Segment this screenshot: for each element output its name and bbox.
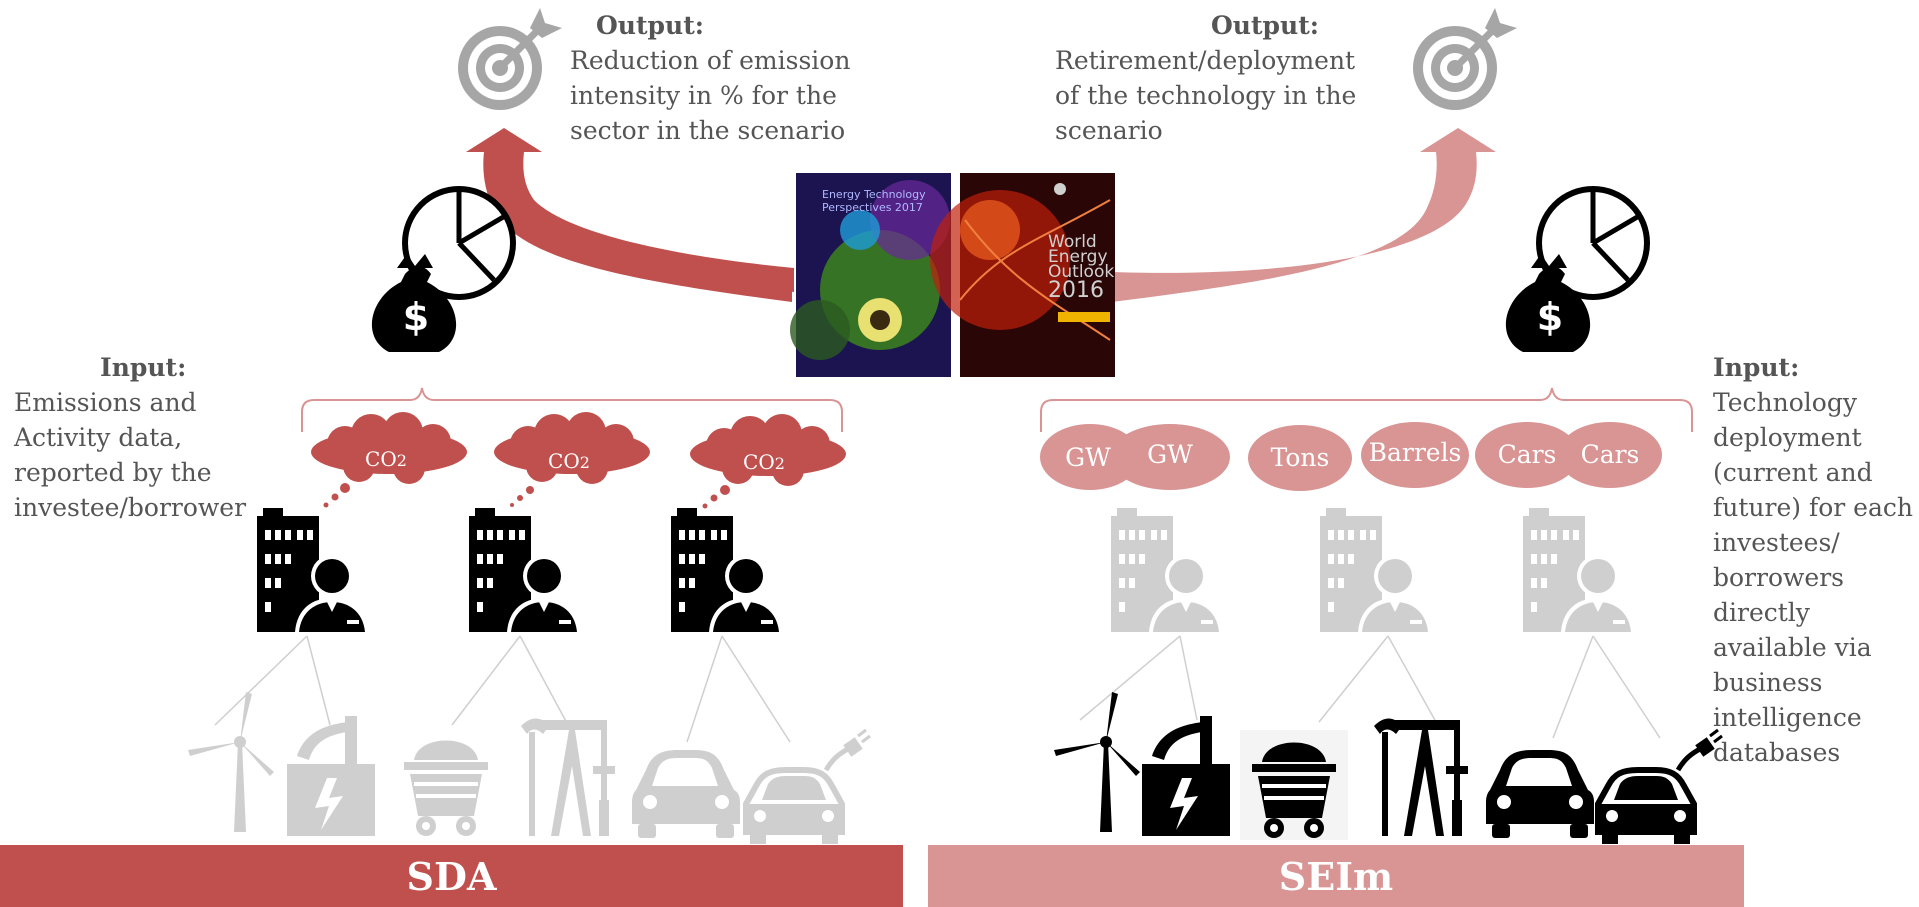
- book-right-year: 2016: [1048, 278, 1104, 303]
- co2-label-3: CO2: [743, 450, 785, 474]
- building-person-icon-seim-2: [1320, 508, 1432, 632]
- right-output-line1: Retirement/deployment: [1055, 46, 1356, 75]
- left-bracket: [301, 387, 843, 432]
- building-person-icon-sda-3: [671, 508, 783, 632]
- co2-subscript: 2: [579, 453, 590, 472]
- oil-pump-icon-seim: [1374, 718, 1468, 836]
- right-input-title: Input:: [1713, 353, 1800, 382]
- sda-arrow-body: [483, 152, 792, 302]
- co2-label-2: CO2: [548, 449, 590, 473]
- co2-cloud-2: [494, 412, 650, 484]
- power-plant-icon-seim: [1142, 716, 1230, 836]
- tree-lines: [214, 635, 1661, 743]
- book-right-title: World Energy Outlook 2016: [1048, 232, 1115, 303]
- ellipse-label-cars-1: Cars: [1497, 440, 1557, 469]
- left-output-title: Output:: [596, 11, 704, 40]
- ellipse-label-barrels: Barrels: [1368, 438, 1462, 467]
- right-input-line-8: business: [1713, 668, 1823, 697]
- building-person-icon-seim-1: [1111, 508, 1223, 632]
- car-icon-sda: [632, 750, 740, 838]
- left-output: Output: Reduction of emission intensity …: [570, 8, 900, 148]
- ellipse-label-tons: Tons: [1270, 443, 1330, 472]
- right-output-title: Output:: [1211, 11, 1319, 40]
- building-person-icon-seim-3: [1523, 508, 1635, 632]
- money-bag-pie-icon-left: [372, 189, 513, 352]
- sda-bar: SDA: [0, 845, 903, 907]
- coal-cart-icon-sda: [404, 740, 488, 836]
- power-plant-icon-sda: [287, 716, 375, 836]
- right-output: Output: Retirement/deployment of the tec…: [1055, 8, 1395, 148]
- ellipse-label-gw-1: GW: [1065, 443, 1111, 472]
- electric-car-icon-sda: [746, 730, 870, 844]
- building-person-icon-sda-2: [469, 508, 581, 632]
- right-input: Input: Technology deployment (current an…: [1713, 350, 1918, 770]
- book-world-energy-outlook: [930, 173, 1115, 377]
- left-input-line1: Emissions and: [14, 388, 197, 417]
- money-bag-pie-icon-right: [1506, 189, 1647, 352]
- book-right-title-line1: World: [1048, 232, 1097, 252]
- cloud-dots: [323, 483, 730, 509]
- book-right-title-line2: Energy: [1048, 247, 1108, 267]
- book-energy-technology-perspectives: [790, 173, 951, 377]
- left-input-title: Input:: [100, 353, 187, 382]
- left-input: Input: Emissions and Activity data, repo…: [14, 350, 264, 525]
- right-input-line-3: future) for each: [1713, 493, 1913, 522]
- technology-ellipses: [1040, 422, 1662, 491]
- left-input-line4: investee/borrower: [14, 493, 247, 522]
- building-person-icon-sda-1: [257, 508, 369, 632]
- right-input-line-4: investees/: [1713, 528, 1840, 557]
- right-input-line-0: Technology: [1713, 388, 1857, 417]
- seim-arrow-head: [1420, 128, 1496, 152]
- right-input-line-2: (current and: [1713, 458, 1873, 487]
- target-icon-right: [1413, 8, 1517, 110]
- left-input-line2: Activity data,: [14, 423, 183, 452]
- left-output-line3: sector in the scenario: [570, 116, 846, 145]
- left-input-line3: reported by the: [14, 458, 212, 487]
- right-input-line-10: databases: [1713, 738, 1841, 767]
- right-output-line2: of the technology in the: [1055, 81, 1357, 110]
- co2-subscript: 2: [774, 454, 785, 473]
- ellipse-label-cars-2: Cars: [1580, 440, 1640, 469]
- co2-subscript: 2: [396, 451, 407, 470]
- book-left-title: Energy Technology Perspectives 2017: [822, 188, 926, 214]
- right-input-line-6: directly: [1713, 598, 1810, 627]
- oil-pump-icon-sda: [521, 718, 615, 836]
- book-right-title-line3: Outlook: [1048, 262, 1115, 282]
- right-input-line-9: intelligence: [1713, 703, 1862, 732]
- wind-turbine-icon-sda: [188, 692, 274, 832]
- sda-arrow-head: [466, 128, 542, 152]
- wind-turbine-icon-seim: [1054, 692, 1140, 832]
- electric-car-icon-seim: [1598, 730, 1722, 844]
- left-output-line1: Reduction of emission: [570, 46, 851, 75]
- right-input-line-7: available via: [1713, 633, 1872, 662]
- right-input-line-5: borrowers: [1713, 563, 1844, 592]
- co2-label-1: CO2: [365, 447, 407, 471]
- right-output-line3: scenario: [1055, 116, 1163, 145]
- right-bracket: [1040, 387, 1693, 432]
- seim-arrow-body: [1112, 152, 1477, 302]
- seim-bar: SEIm: [928, 845, 1744, 907]
- left-output-line2: intensity in % for the: [570, 81, 837, 110]
- car-icon-seim: [1486, 750, 1594, 838]
- ellipse-label-gw-2: GW: [1147, 440, 1193, 469]
- right-input-line-1: deployment: [1713, 423, 1862, 452]
